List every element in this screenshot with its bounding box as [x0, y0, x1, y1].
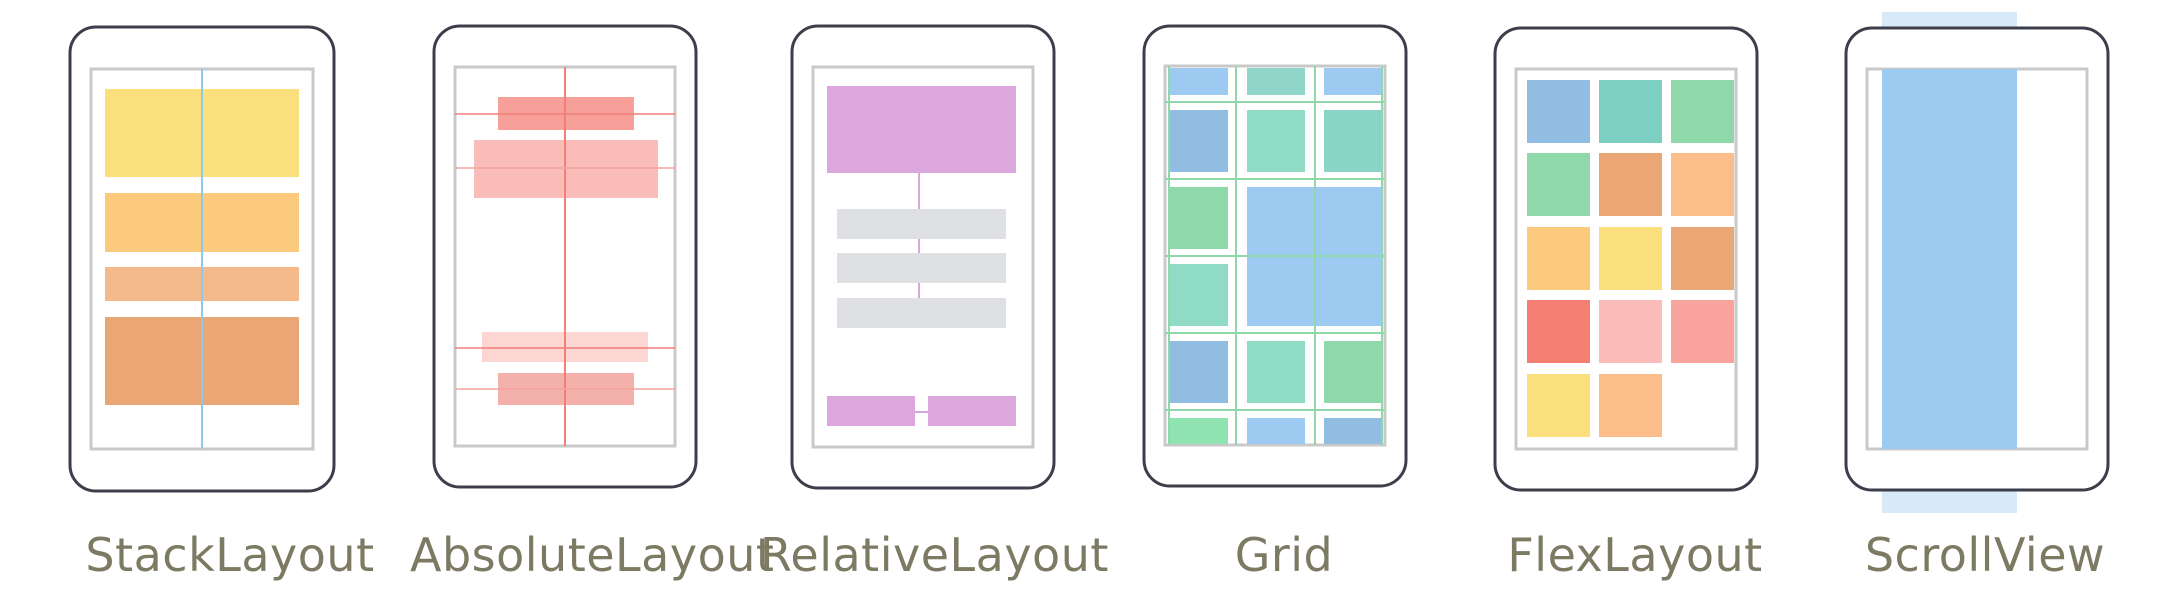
grid-cell — [1247, 110, 1305, 172]
flex-item — [1599, 374, 1662, 437]
flex-item — [1527, 227, 1590, 290]
panel-label: StackLayout — [85, 528, 375, 582]
gray-row-1 — [837, 209, 1006, 239]
flex-item — [1599, 227, 1662, 290]
flex-item — [1671, 300, 1734, 363]
grid-cell — [1324, 68, 1381, 95]
grid-cell — [1170, 68, 1228, 95]
grid-diagram — [1142, 24, 1408, 488]
grid-cell — [1324, 110, 1381, 172]
absolute-layout-panel: AbsoluteLayout — [410, 0, 775, 591]
stack-layout-panel: StackLayout — [60, 0, 400, 591]
bottom-right-block — [928, 396, 1016, 426]
panel-label: FlexLayout — [1507, 528, 1763, 582]
panel-label: Grid — [1234, 528, 1334, 582]
scroll-view-panel: ScrollView — [1815, 0, 2155, 591]
grid-panel: Grid — [1114, 0, 1454, 591]
flex-item — [1671, 227, 1734, 290]
flex-item — [1599, 80, 1662, 143]
flex-layout-panel: FlexLayout — [1465, 0, 1805, 591]
relative-layout-diagram — [790, 24, 1056, 490]
header-block — [827, 86, 1016, 173]
flex-item — [1527, 80, 1590, 143]
grid-cell — [1247, 68, 1305, 95]
bottom-left-block — [827, 396, 915, 426]
flex-item — [1599, 153, 1662, 216]
grid-cell — [1170, 110, 1228, 172]
flex-item — [1527, 374, 1590, 437]
grid-cell — [1247, 341, 1305, 403]
stack-layout-diagram — [68, 25, 336, 493]
gray-row-2 — [837, 253, 1006, 283]
flex-item — [1527, 153, 1590, 216]
flex-item — [1599, 300, 1662, 363]
grid-cell — [1324, 418, 1381, 444]
grid-cell — [1170, 187, 1228, 249]
phone-screen — [1514, 67, 1738, 451]
grid-cell — [1324, 341, 1381, 403]
gray-row-3 — [837, 298, 1006, 328]
flex-item — [1527, 300, 1590, 363]
panel-label: AbsoluteLayout — [410, 528, 775, 582]
panel-label: ScrollView — [1864, 528, 2106, 582]
grid-cell — [1170, 264, 1228, 326]
flex-item — [1671, 80, 1734, 143]
relative-layout-panel: RelativeLayout — [760, 0, 1109, 591]
flex-item — [1671, 153, 1734, 216]
grid-cell — [1247, 418, 1305, 444]
scroll-content — [1882, 69, 2017, 449]
scroll-view-diagram — [1844, 12, 2110, 513]
absolute-layout-diagram — [432, 24, 698, 489]
flex-layout-diagram — [1493, 26, 1759, 492]
panel-label: RelativeLayout — [760, 528, 1109, 582]
phone-screen — [811, 65, 1035, 449]
grid-lines — [1165, 66, 1385, 445]
grid-cell — [1170, 341, 1228, 403]
grid-cell — [1170, 418, 1228, 444]
